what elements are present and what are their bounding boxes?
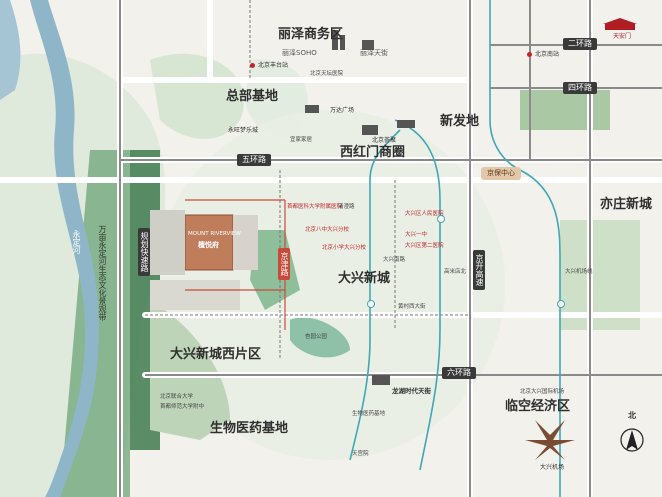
- label-beijing-south: 北京南站: [535, 51, 560, 58]
- poi-item: 北京天坛医院: [310, 71, 344, 77]
- road-ring5: 五环路: [237, 154, 271, 166]
- road-ring4: 四环路: [563, 82, 597, 94]
- poi-item: 大兴机场线: [565, 269, 593, 275]
- poi-item: 北京八中大兴分校: [305, 227, 350, 233]
- district-daxing-new-city: 大兴新城: [338, 271, 391, 286]
- station-dot: [250, 63, 255, 68]
- poi-item: 北京联合大学: [160, 394, 194, 400]
- label-daxing-airport: 大兴机场: [540, 464, 565, 471]
- road-ring6: 六环路: [442, 367, 476, 379]
- metro-station: [437, 215, 445, 223]
- label-yongding-river: 永定河: [72, 230, 81, 254]
- district-airport-zone: 临空经济区: [505, 399, 571, 414]
- poi-item: 高米店北: [444, 269, 467, 275]
- road-guihua: 规划快速路: [138, 228, 150, 276]
- airport-icon: [525, 420, 575, 460]
- poi-item: 首都医科大学附属医院: [287, 204, 343, 210]
- north-arrow-icon: [620, 428, 644, 452]
- tiananmen-icon: [603, 18, 637, 30]
- poi-item: 天宫院: [352, 451, 369, 457]
- road-ring2: 二环路: [563, 38, 597, 50]
- label-wanda: 万达广场: [330, 107, 355, 114]
- project-name: 檀悦府: [198, 241, 219, 249]
- label-aoyuan: 永旺梦乐城: [228, 127, 259, 134]
- district-yizhuang: 亦庄新城: [600, 197, 653, 212]
- district-xinfadi: 新发地: [440, 114, 480, 129]
- poi-item: 黄村西大街: [398, 304, 426, 310]
- project-block: [184, 214, 234, 271]
- metro-station: [367, 300, 375, 308]
- label-fengtai-station: 北京丰台站: [258, 62, 289, 69]
- district-biomed: 生物医药基地: [210, 421, 289, 436]
- label-lize-tianjie: 丽泽天街: [360, 49, 388, 57]
- poi-item: 宜家家居: [290, 137, 313, 143]
- label-river-park: 万亩永定河生态文化景观带: [98, 225, 107, 321]
- poi-item: 北京大兴国际机场: [520, 389, 565, 395]
- poi-item: 清澄路: [338, 204, 355, 210]
- project-subtitle: MOUNT RIVERVIEW: [188, 231, 241, 237]
- north-label: 北: [628, 411, 636, 420]
- district-lize: 丽泽商务区: [278, 27, 344, 42]
- building-icon: [332, 30, 338, 50]
- district-xihongmen: 西红门商圈: [340, 145, 406, 160]
- label-lize-soho: 丽泽SOHO: [282, 49, 317, 57]
- poi-item: 大兴区人民医院: [405, 211, 444, 217]
- label-jingbao-center[interactable]: 京保中心: [481, 167, 521, 180]
- road-jingkai: 京开高速: [473, 250, 485, 290]
- label-xihongmen-huiju: 北京荟聚: [372, 137, 397, 144]
- poi-item: 大兴区第二医院: [405, 243, 444, 249]
- poi-item: 首都师范大学附中: [160, 404, 205, 410]
- poi-item: 大兴南路: [383, 257, 406, 263]
- poi-item: 大兴一中: [405, 232, 428, 238]
- poi-item: 生物医药基地: [352, 411, 386, 417]
- road-xingye: 京津路: [278, 248, 290, 280]
- poi-item: 杏园公园: [305, 334, 328, 340]
- label-longhu-tianjie: 龙湖时代天街: [392, 387, 431, 395]
- district-daxing-west: 大兴新城西片区: [170, 347, 262, 362]
- station-dot: [527, 52, 532, 57]
- poi-item: 北京小学大兴分校: [322, 245, 367, 251]
- district-headquarters: 总部基地: [226, 89, 279, 104]
- metro-station: [557, 300, 565, 308]
- label-tiananmen: 天安门: [613, 33, 632, 40]
